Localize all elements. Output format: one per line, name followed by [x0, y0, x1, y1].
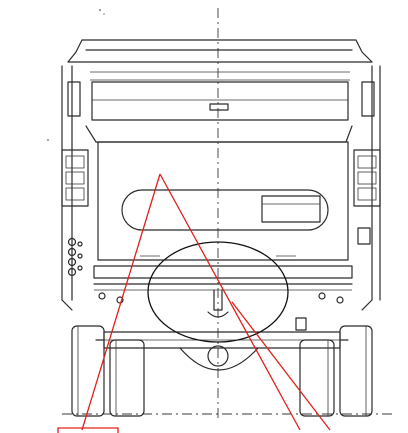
- top-body: [61, 39, 381, 311]
- left-bolt-stack: [67, 237, 83, 277]
- tailgate-panel: [85, 125, 353, 261]
- left-tail-lamp: [61, 81, 89, 207]
- label-box-left: [57, 427, 119, 433]
- leader-line-center: [159, 173, 301, 431]
- scan-specks: [47, 9, 105, 141]
- leader-line-left: [81, 173, 161, 431]
- rear-bumper: [93, 265, 353, 331]
- rear-axle: [95, 331, 349, 371]
- left-wheels: [71, 325, 145, 417]
- leader-lines: [81, 173, 331, 431]
- leader-line-right: [231, 301, 331, 431]
- right-wheels: [299, 325, 373, 417]
- highlight-ellipse: [147, 241, 289, 343]
- right-tail-lamp: [353, 81, 381, 245]
- rear-window-slot: [121, 189, 329, 231]
